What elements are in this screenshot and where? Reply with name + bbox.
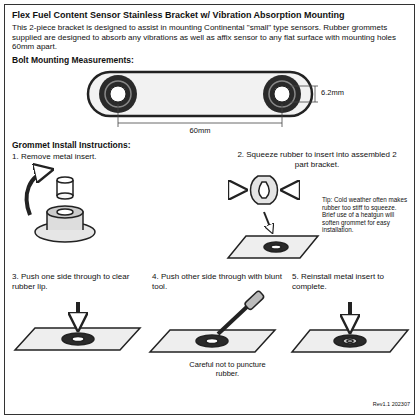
sheet-title: Flex Fuel Content Sensor Stainless Brack…: [12, 10, 345, 21]
section-heading: Grommet Install Instructions:: [12, 140, 232, 150]
squeeze-figure: [228, 176, 318, 258]
caution-note: Careful not to puncture rubber.: [180, 360, 275, 378]
step-text: 4. Push other side through with blunt to…: [152, 272, 282, 291]
revision-label: Rev1.1 202307: [358, 401, 410, 408]
step-text: 5. Reinstall metal insert to complete.: [292, 272, 410, 291]
page-border: [5, 5, 415, 415]
grommet-figure: [27, 170, 95, 242]
intro-text: This 2-piece bracket is designed to assi…: [12, 23, 408, 52]
step-text: 2. Squeeze rubber to insert into assembl…: [232, 150, 402, 169]
tool-figure: [150, 290, 275, 352]
dimension-line: [290, 86, 318, 102]
section-heading: Bolt Mounting Measurements:: [12, 55, 212, 65]
dimension-label: 6.2mm: [321, 88, 371, 97]
step-text: 1. Remove metal insert.: [12, 152, 162, 162]
dimension-line: [118, 104, 282, 127]
insert-figure: [292, 302, 408, 352]
grommet-figure: [15, 302, 140, 350]
tip-note: Tip: Cold weather often makes rubber too…: [322, 196, 410, 234]
step-text: 3. Push one side through to clear rubber…: [12, 272, 147, 291]
bracket-plate: [88, 72, 312, 116]
dimension-label: 60mm: [175, 126, 225, 135]
